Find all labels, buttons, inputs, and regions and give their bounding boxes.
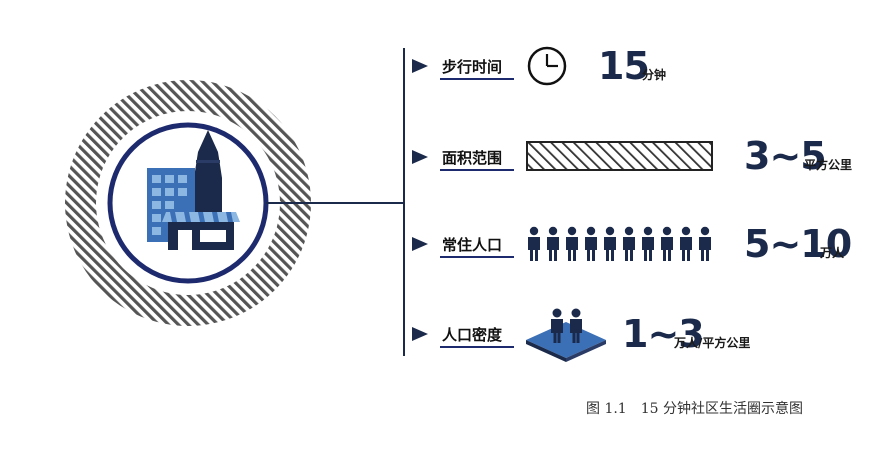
person-figure bbox=[699, 226, 711, 261]
row-label-population: 常住人口 bbox=[442, 236, 503, 254]
density-value: 1~3 bbox=[622, 312, 705, 356]
person-figure bbox=[604, 226, 616, 261]
density-unit: 万人/平方公里 bbox=[674, 336, 751, 350]
label-underline bbox=[440, 169, 514, 171]
label-underline bbox=[440, 256, 514, 258]
people-on-platform-icon bbox=[526, 308, 606, 362]
population-unit: 万人 bbox=[820, 246, 845, 260]
arrow-marker bbox=[412, 327, 428, 341]
label-underline bbox=[440, 78, 514, 80]
clock-icon bbox=[527, 46, 567, 86]
person-figure bbox=[547, 226, 559, 261]
row-label-area: 面积范围 bbox=[442, 149, 503, 167]
arrow-markers bbox=[412, 59, 428, 341]
person-figure bbox=[585, 226, 597, 261]
arrow-marker bbox=[412, 150, 428, 164]
population-value: 5~10 bbox=[744, 222, 852, 266]
person-figure bbox=[680, 226, 692, 261]
person-figure bbox=[661, 226, 673, 261]
person-figure bbox=[642, 226, 654, 261]
area-unit: 平方公里 bbox=[804, 158, 853, 172]
person-figure bbox=[566, 226, 578, 261]
city-buildings-icon bbox=[147, 130, 240, 250]
arrow-marker bbox=[412, 237, 428, 251]
arrow-marker bbox=[412, 59, 428, 73]
area-value: 3~5 bbox=[744, 134, 827, 178]
row-label-walking-time: 步行时间 bbox=[442, 58, 503, 76]
label-underline bbox=[440, 346, 514, 348]
walking-time-value: 15 bbox=[598, 44, 650, 88]
person-figure bbox=[623, 226, 635, 261]
people-row-icon bbox=[528, 226, 711, 261]
row-label-density: 人口密度 bbox=[442, 326, 503, 344]
person-figure bbox=[528, 226, 540, 261]
hatched-bar-icon bbox=[526, 141, 713, 171]
figure-caption: 图 1.1 15 分钟社区生活圈示意图 bbox=[586, 401, 803, 417]
walking-time-unit: 分钟 bbox=[642, 68, 667, 82]
